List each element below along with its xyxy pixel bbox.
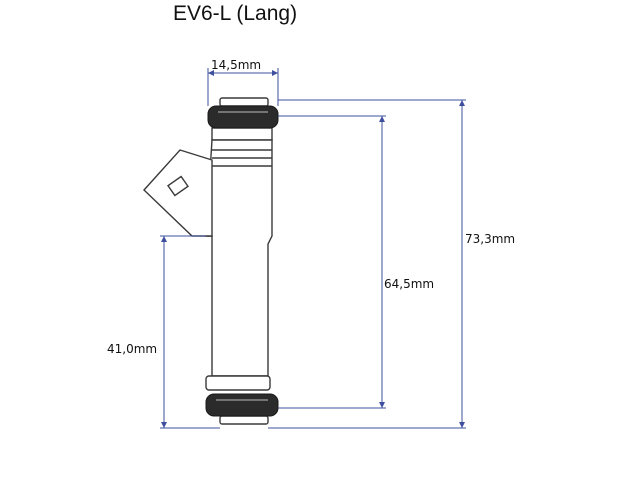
connector-socket <box>167 175 189 197</box>
width-arrow-right <box>272 70 278 76</box>
overall-length-label: 73,3mm <box>465 232 516 246</box>
overall-arrow-top <box>459 100 465 106</box>
lower-arrow-top <box>161 236 167 242</box>
inner-arrow-bottom <box>379 402 385 408</box>
top-cap <box>219 97 269 107</box>
width-dimension-label: 14,5mm <box>211 58 262 72</box>
injector-body <box>143 97 273 425</box>
dimension-lines <box>160 68 466 429</box>
lower-arrow-bottom <box>161 422 167 428</box>
bottom-tip <box>219 415 269 425</box>
lower-neck <box>205 375 271 391</box>
dimension-arrows <box>161 70 465 428</box>
width-arrow-left <box>208 70 214 76</box>
diagram-title: EV6-L (Lang) <box>172 2 298 25</box>
inner-length-label: 64,5mm <box>384 277 435 291</box>
bottom-o-ring <box>205 393 279 417</box>
upper-body <box>205 139 273 377</box>
lower-length-label: 41,0mm <box>107 342 158 356</box>
o-ring-highlights <box>216 111 268 401</box>
inner-arrow-top <box>379 116 385 122</box>
overall-arrow-bottom <box>459 422 465 428</box>
upper-collar <box>211 127 273 141</box>
top-o-ring <box>207 105 279 129</box>
